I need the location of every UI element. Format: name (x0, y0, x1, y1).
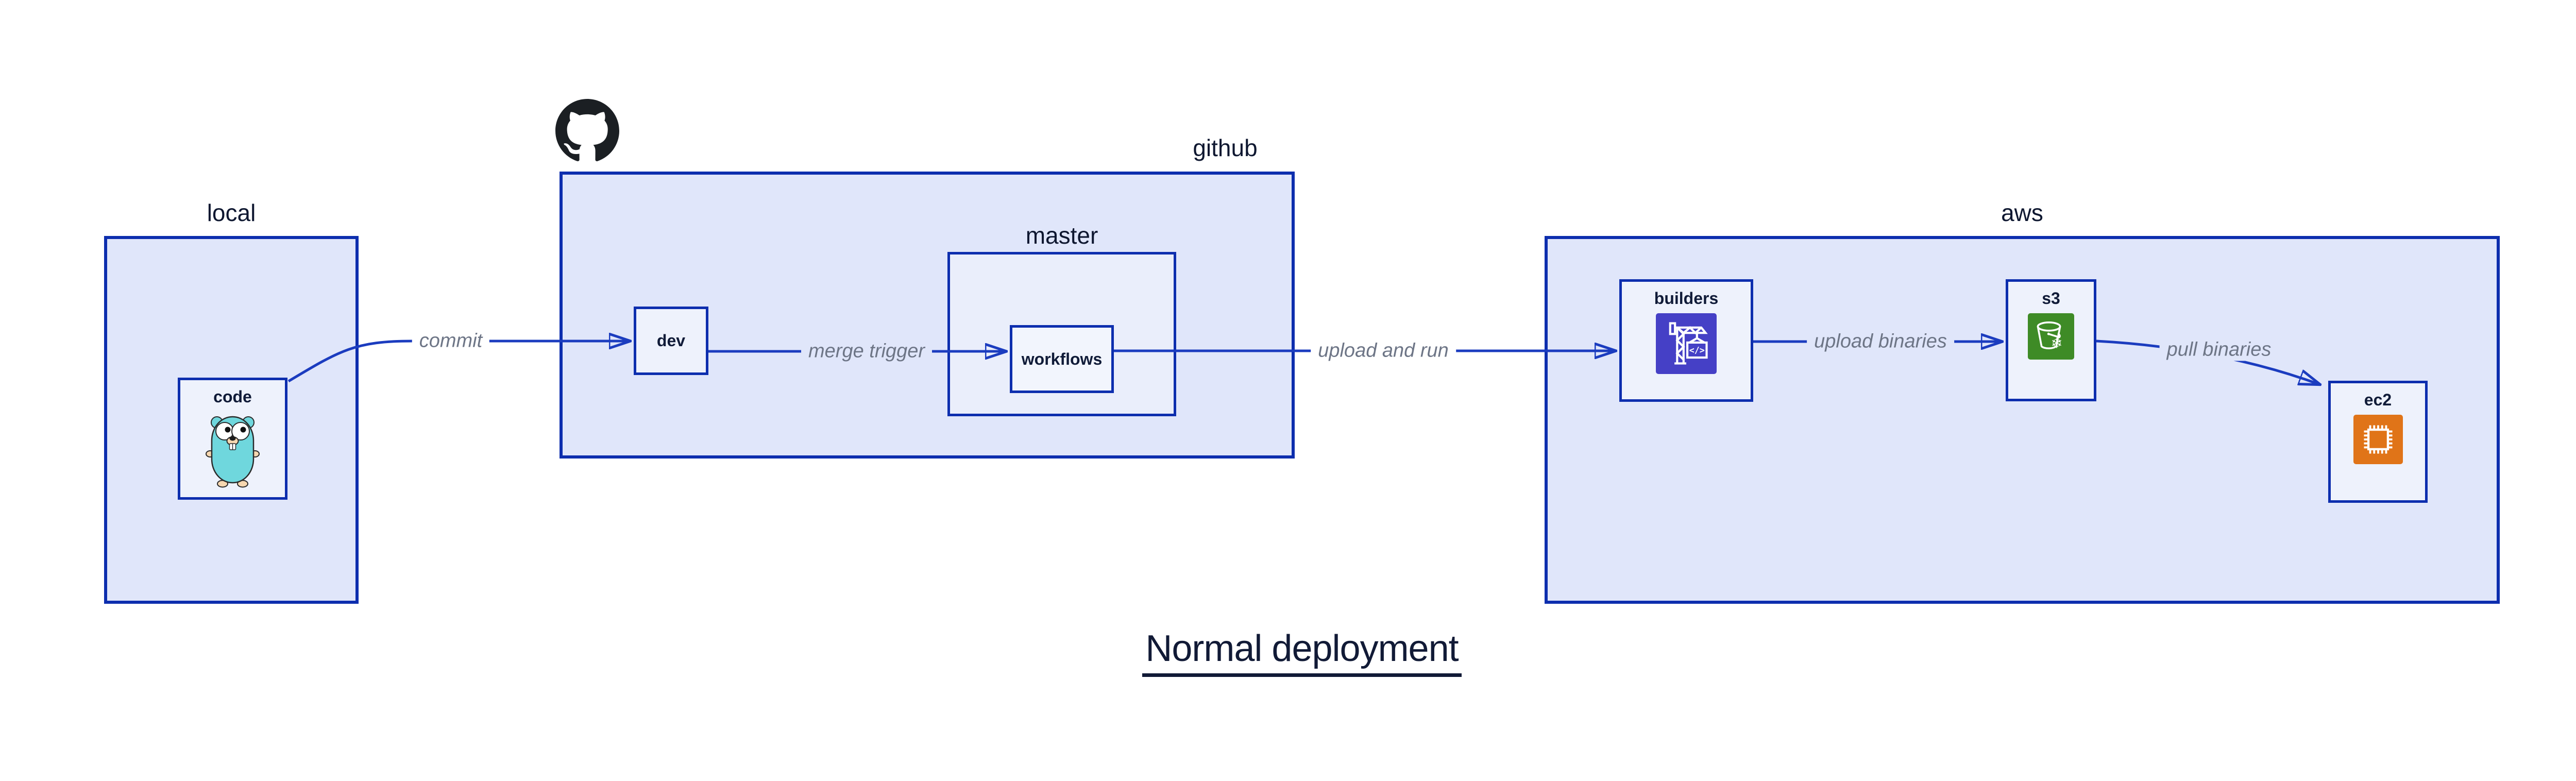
node-code: code (178, 378, 287, 500)
node-dev-label: dev (656, 331, 686, 350)
node-s3-label: s3 (2042, 289, 2060, 308)
svg-text:❄: ❄ (2051, 335, 2063, 351)
diagram-title-text: Normal deployment (1142, 628, 1462, 677)
edge-label-merge-trigger: merge trigger (801, 340, 932, 363)
ec2-chip-icon (2353, 415, 2403, 464)
edge-label-commit: commit (412, 330, 490, 352)
node-builders-label: builders (1654, 289, 1719, 308)
node-builders: builders </> (1619, 279, 1753, 402)
edge-label-pull-binaries: pull binaries (2159, 338, 2279, 361)
github-container-label: github (1193, 134, 1258, 161)
node-workflows: workflows (1010, 325, 1114, 393)
edge-label-upload-and-run: upload and run (1311, 339, 1456, 362)
node-ec2: ec2 (2328, 381, 2428, 503)
node-code-label: code (213, 387, 252, 406)
node-s3: s3 ❄ (2006, 279, 2096, 401)
codebuild-crane-icon: </> (1656, 313, 1717, 374)
diagram-title: Normal deployment (0, 627, 2576, 677)
github-octocat-icon (555, 99, 619, 161)
go-gopher-icon (206, 416, 260, 488)
node-ec2-label: ec2 (2364, 390, 2392, 409)
node-dev: dev (634, 307, 708, 375)
svg-text:</>: </> (1689, 346, 1705, 355)
s3-glacier-bucket-icon: ❄ (2028, 313, 2074, 360)
aws-container-label: aws (2001, 199, 2043, 226)
local-container-label: local (207, 199, 256, 226)
master-container-label: master (1025, 222, 1098, 249)
edge-label-upload-binaries: upload binaries (1807, 330, 1954, 353)
node-workflows-label: workflows (1021, 349, 1103, 368)
